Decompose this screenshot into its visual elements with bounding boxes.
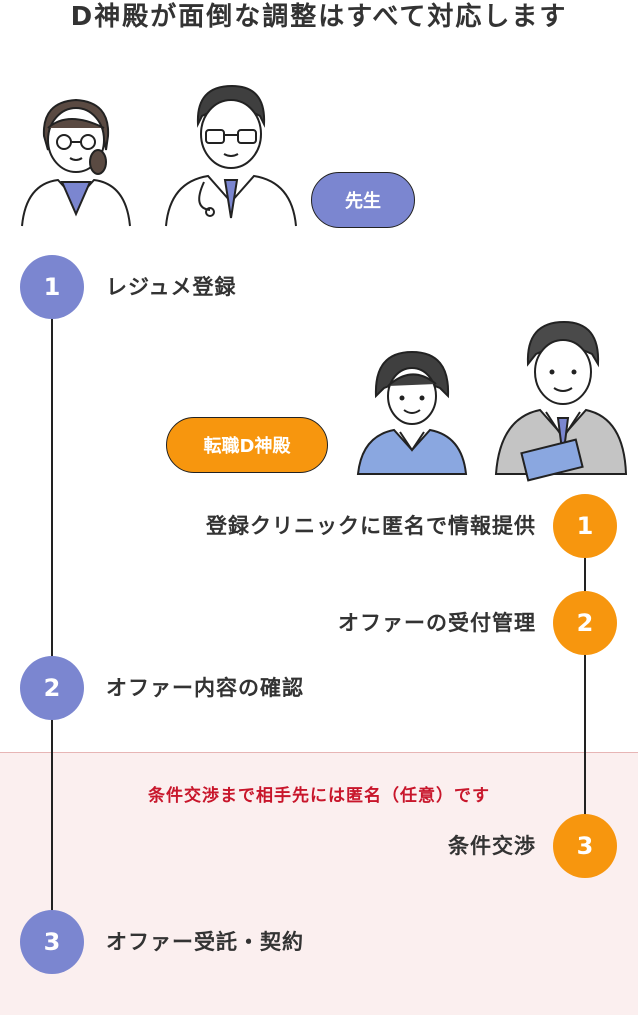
agency-step-1-number: 1 xyxy=(553,494,617,558)
male-staff-icon xyxy=(494,320,628,482)
doctor-step-1-label: レジュメ登録 xyxy=(106,275,237,299)
doctor-timeline xyxy=(51,290,53,942)
female-doctor-icon xyxy=(21,98,131,227)
agency-step-2-number: 2 xyxy=(553,591,617,655)
female-staff-icon xyxy=(356,350,468,475)
doctor-step-1-number: 1 xyxy=(20,255,84,319)
doctor-step-3-label: オファー受託・契約 xyxy=(106,930,304,954)
agency-step-3-label: 条件交渉 xyxy=(448,834,536,858)
anonymity-band xyxy=(0,752,638,1015)
agency-timeline xyxy=(584,526,586,846)
anonymity-note: 条件交渉まで相手先には匿名（任意）です xyxy=(148,786,490,806)
male-doctor-icon xyxy=(165,84,297,227)
agency-label: 転職D神殿 xyxy=(166,417,328,473)
doctor-label: 先生 xyxy=(311,172,415,228)
doctor-step-2-number: 2 xyxy=(20,656,84,720)
doctor-step-2-label: オファー内容の確認 xyxy=(106,676,304,700)
page-title: D神殿が面倒な調整はすべて対応します xyxy=(70,2,568,32)
doctor-step-3-number: 3 xyxy=(20,910,84,974)
agency-step-3-number: 3 xyxy=(553,814,617,878)
agency-step-2-label: オファーの受付管理 xyxy=(338,611,536,635)
agency-step-1-label: 登録クリニックに匿名で情報提供 xyxy=(206,514,536,538)
